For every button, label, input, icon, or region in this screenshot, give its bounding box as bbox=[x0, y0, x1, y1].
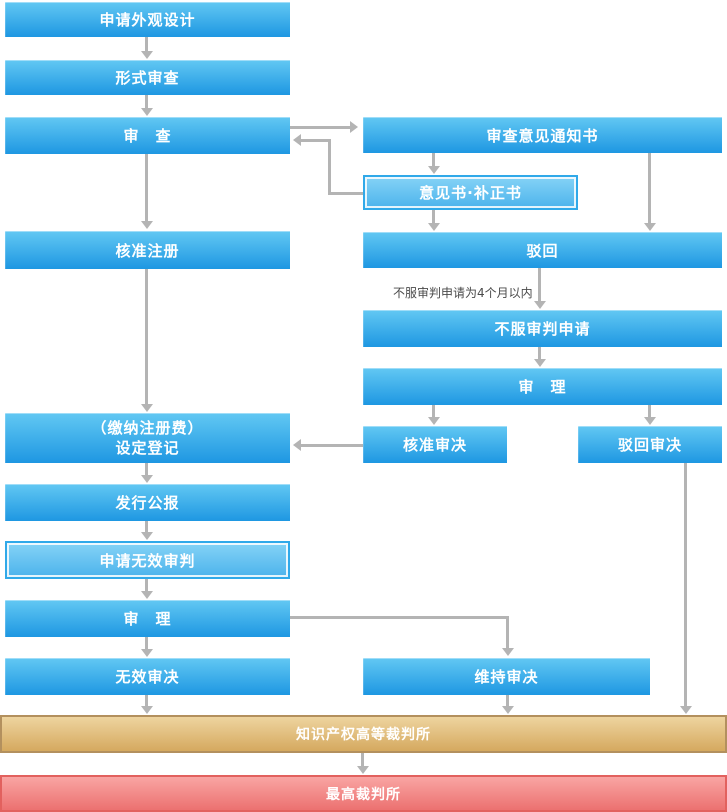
node-formal-exam-label: 形式审查 bbox=[115, 69, 180, 87]
arrowhead-approve-reg-to-registration bbox=[141, 404, 153, 412]
node-registration-line1: （缴纳注册费） bbox=[91, 418, 204, 437]
arrowhead-opinion-to-exam bbox=[293, 134, 301, 146]
arrowhead-exam-to-approve-reg bbox=[141, 221, 153, 229]
arrowhead-rejection-to-appeal bbox=[534, 301, 546, 309]
node-formal-exam: 形式审查 bbox=[5, 60, 290, 95]
arrow-notice-to-rejection bbox=[648, 153, 651, 224]
node-maintain-decision: 维持审决 bbox=[363, 658, 650, 695]
node-apply-design-label: 申请外观设计 bbox=[99, 11, 196, 29]
arrowhead-trial-to-maintain bbox=[502, 648, 514, 656]
node-opinion-doc: 意见书·补正书 bbox=[363, 175, 578, 210]
arrowhead-exam-to-notice bbox=[350, 121, 358, 133]
node-exam-notice: 审查意见通知书 bbox=[363, 117, 722, 153]
arrowhead-reject-decision-to-court bbox=[680, 706, 692, 714]
arrow-trial-to-reject-decision bbox=[648, 405, 651, 418]
node-approve-registration: 核准注册 bbox=[5, 231, 290, 269]
node-examination-label: 审 查 bbox=[123, 127, 172, 145]
arrow-reject-decision-to-court bbox=[684, 463, 687, 706]
arrow-trial-to-approve-decision bbox=[432, 405, 435, 418]
node-registration-line2: 设定登记 bbox=[115, 439, 180, 457]
arrowhead-invalid-decision-to-court bbox=[141, 706, 153, 714]
arrow-opinion-return-vertical bbox=[328, 139, 331, 195]
arrowhead-appeal-to-trial bbox=[534, 359, 546, 367]
node-ip-high-court-label: 知识产权高等裁判所 bbox=[296, 727, 431, 743]
node-invalid-decision: 无效审决 bbox=[5, 658, 290, 695]
node-appeal-trial: 审 理 bbox=[363, 368, 722, 405]
arrowhead-invalid-request-to-trial bbox=[141, 591, 153, 599]
arrow-registration-to-gazette bbox=[145, 463, 148, 476]
arrowhead-notice-to-rejection bbox=[644, 223, 656, 231]
arrow-exam-to-notice bbox=[290, 126, 350, 129]
node-opinion-doc-label: 意见书·补正书 bbox=[419, 184, 522, 202]
arrow-trial-to-invalid-decision bbox=[145, 637, 148, 650]
arrowhead-apply-to-formal bbox=[141, 51, 153, 59]
node-apply-design: 申请外观设计 bbox=[5, 2, 290, 37]
node-invalid-decision-label: 无效审决 bbox=[115, 668, 180, 686]
arrow-invalid-decision-to-court bbox=[145, 695, 148, 707]
arrow-invalid-request-to-trial bbox=[145, 579, 148, 592]
node-rejection: 驳回 bbox=[363, 232, 722, 268]
arrow-court-to-supreme bbox=[361, 753, 364, 767]
node-appeal-request: 不服审判申请 bbox=[363, 310, 722, 347]
node-approve-decision: 核准审决 bbox=[363, 426, 507, 463]
arrow-apply-to-formal bbox=[145, 37, 148, 52]
node-supreme-court-label: 最高裁判所 bbox=[326, 786, 401, 803]
node-reject-decision: 驳回审决 bbox=[578, 426, 722, 463]
node-supreme-court: 最高裁判所 bbox=[0, 775, 727, 812]
arrowhead-court-to-supreme bbox=[357, 766, 369, 774]
arrowhead-approve-decision-to-registration bbox=[293, 439, 301, 451]
node-appeal-request-label: 不服审判申请 bbox=[494, 320, 591, 338]
arrow-notice-to-opinion bbox=[432, 153, 435, 167]
arrow-approve-reg-to-registration bbox=[145, 269, 148, 405]
arrowhead-maintain-to-court bbox=[502, 706, 514, 714]
arrow-opinion-return-bottom bbox=[328, 192, 363, 195]
node-invalid-trial-label: 审 理 bbox=[123, 610, 172, 628]
node-registration: （缴纳注册费） 设定登记 bbox=[5, 413, 290, 463]
node-rejection-label: 驳回 bbox=[526, 241, 559, 260]
arrowhead-notice-to-opinion bbox=[428, 166, 440, 174]
node-approve-decision-label: 核准审决 bbox=[402, 436, 467, 454]
arrowhead-registration-to-gazette bbox=[141, 475, 153, 483]
arrow-opinion-to-rejection bbox=[432, 210, 435, 224]
node-invalid-trial: 审 理 bbox=[5, 600, 290, 637]
arrowhead-opinion-to-rejection bbox=[428, 223, 440, 231]
arrow-trial-to-maintain-horizontal bbox=[290, 616, 509, 619]
node-reject-decision-label: 驳回审决 bbox=[617, 436, 682, 454]
node-invalid-trial-request-label: 申请无效审判 bbox=[99, 551, 196, 570]
node-invalid-trial-request: 申请无效审判 bbox=[5, 541, 290, 579]
arrow-rejection-to-appeal bbox=[538, 268, 541, 302]
arrow-trial-to-maintain-vertical bbox=[506, 616, 509, 649]
node-approve-registration-label: 核准注册 bbox=[115, 241, 180, 260]
node-appeal-trial-label: 审 理 bbox=[518, 378, 567, 396]
arrowhead-formal-to-exam bbox=[141, 108, 153, 116]
node-gazette: 发行公报 bbox=[5, 484, 290, 521]
arrowhead-trial-to-invalid-decision bbox=[141, 649, 153, 657]
arrow-formal-to-exam bbox=[145, 95, 148, 109]
node-ip-high-court: 知识产权高等裁判所 bbox=[0, 715, 727, 753]
arrowhead-trial-to-approve-decision bbox=[428, 417, 440, 425]
node-exam-notice-label: 审查意见通知书 bbox=[486, 126, 599, 145]
arrowhead-trial-to-reject-decision bbox=[644, 417, 656, 425]
arrow-appeal-to-trial bbox=[538, 347, 541, 360]
arrowhead-gazette-to-invalid-request bbox=[141, 532, 153, 540]
node-examination: 审 查 bbox=[5, 117, 290, 154]
label-appeal-period: 不服审判申请为4个月以内 bbox=[393, 286, 533, 300]
arrow-opinion-return-top bbox=[301, 139, 331, 142]
arrow-exam-to-approve-reg bbox=[145, 154, 148, 223]
arrow-approve-decision-to-registration bbox=[301, 444, 363, 447]
arrow-gazette-to-invalid-request bbox=[145, 521, 148, 533]
node-gazette-label: 发行公报 bbox=[115, 494, 180, 512]
node-maintain-decision-label: 维持审决 bbox=[474, 668, 539, 686]
arrow-maintain-to-court bbox=[506, 695, 509, 707]
